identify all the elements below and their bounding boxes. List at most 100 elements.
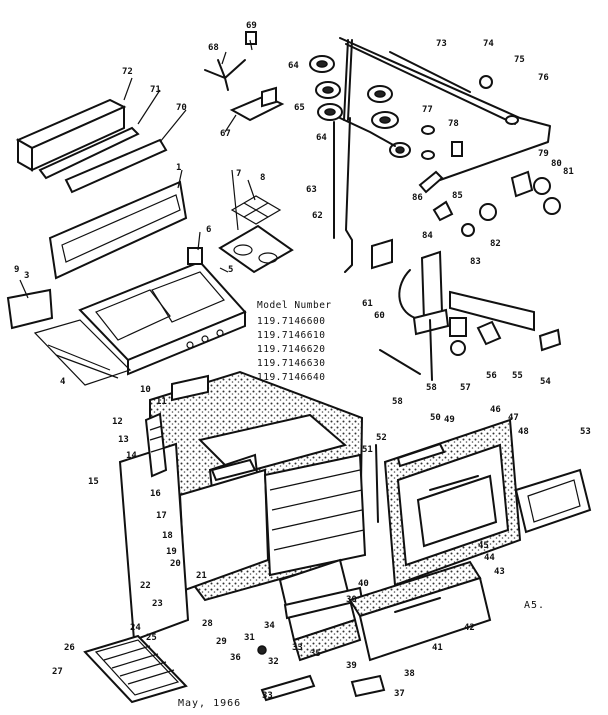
label-82: 82 — [490, 239, 501, 249]
label-83: 83 — [470, 257, 481, 267]
label-8: 8 — [260, 173, 265, 183]
label-15: 15 — [88, 477, 99, 487]
label-16: 16 — [150, 489, 161, 499]
label-76: 76 — [538, 73, 549, 83]
label-41: 41 — [432, 643, 443, 653]
drawer-front — [348, 560, 492, 662]
label-63: 63 — [306, 185, 317, 195]
label-59: 58 — [426, 383, 437, 393]
label-57: 57 — [460, 383, 471, 393]
label-33b: 33 — [262, 691, 273, 701]
label-81: 81 — [563, 167, 574, 177]
label-46: 46 — [490, 405, 501, 415]
label-70: 70 — [176, 103, 187, 113]
label-31: 31 — [244, 633, 255, 643]
label-67: 67 — [220, 129, 231, 139]
label-11: 11 — [156, 397, 167, 407]
trim-70 — [64, 138, 168, 194]
label-64b: 64 — [316, 133, 327, 143]
burner-assembly — [309, 39, 411, 158]
drawer — [278, 558, 364, 662]
label-43: 43 — [494, 567, 505, 577]
label-47: 47 — [508, 413, 519, 423]
label-40: 40 — [358, 579, 369, 589]
label-53: 53 — [580, 427, 591, 437]
label-44: 44 — [484, 553, 495, 563]
label-58: 58 — [392, 397, 403, 407]
valves — [418, 125, 561, 237]
model-number-4: 119.7146630 — [257, 358, 326, 369]
label-73: 73 — [436, 39, 447, 49]
oven-racks — [263, 453, 367, 577]
rear-panel-3 — [6, 288, 54, 330]
spring-68 — [204, 59, 246, 91]
label-3: 3 — [24, 271, 29, 281]
label-85: 85 — [452, 191, 463, 201]
label-51: 51 — [362, 445, 373, 455]
label-12: 12 — [112, 417, 123, 427]
label-13: 13 — [118, 435, 129, 445]
label-23: 23 — [152, 599, 163, 609]
label-24: 24 — [130, 623, 141, 633]
model-number-1: 119.7146600 — [257, 316, 326, 327]
label-37: 37 — [394, 689, 405, 699]
label-27: 27 — [52, 667, 63, 677]
label-32: 32 — [268, 657, 279, 667]
label-34: 34 — [264, 621, 275, 631]
label-30: 30 — [346, 595, 357, 605]
label-79: 79 — [538, 149, 549, 159]
bracket-6 — [187, 247, 203, 265]
bracket-61 — [371, 238, 393, 270]
thermostat — [398, 250, 562, 381]
model-number-3: 119.7146620 — [257, 344, 326, 355]
label-72: 72 — [122, 67, 133, 77]
label-39: 39 — [346, 661, 357, 671]
label-60: 60 — [374, 311, 385, 321]
label-65: 65 — [294, 103, 305, 113]
label-9: 9 — [14, 265, 19, 275]
label-71: 71 — [150, 85, 161, 95]
label-26: 26 — [64, 643, 75, 653]
label-35: 35 — [310, 649, 321, 659]
knob-32 — [257, 645, 267, 655]
cooktop-5 — [78, 260, 247, 376]
part-labels: 72 71 70 1 3 4 5 6 7 8 9 67 68 69 64 65 … — [14, 21, 591, 701]
bracket-67 — [229, 86, 285, 122]
label-22: 22 — [140, 581, 151, 591]
label-50: 50 — [430, 413, 441, 423]
label-42: 42 — [464, 623, 475, 633]
pad-8 — [230, 195, 282, 225]
label-69: 69 — [246, 21, 257, 31]
tab-37 — [350, 674, 386, 698]
sheet-4 — [33, 319, 132, 386]
control-panel-1 — [48, 180, 188, 280]
label-33a: 33 — [292, 643, 303, 653]
label-28: 28 — [202, 619, 213, 629]
label-1: 1 — [176, 163, 181, 173]
label-36: 36 — [230, 653, 241, 663]
label-5: 5 — [228, 265, 233, 275]
label-48: 48 — [518, 427, 529, 437]
window-53 — [514, 468, 592, 534]
label-19: 19 — [166, 547, 177, 557]
label-29: 29 — [216, 637, 227, 647]
label-6: 6 — [206, 225, 211, 235]
label-74: 74 — [483, 39, 494, 49]
label-68: 68 — [208, 43, 219, 53]
label-25: 25 — [146, 633, 157, 643]
label-20: 20 — [170, 559, 181, 569]
label-80: 80 — [551, 159, 562, 169]
label-54: 54 — [540, 377, 551, 387]
model-number-2: 119.7146610 — [257, 330, 326, 341]
trim-71 — [38, 126, 140, 180]
footer-code: A5. — [524, 600, 546, 611]
label-84: 84 — [422, 231, 433, 241]
broiler-pan — [83, 634, 188, 704]
footer-date: May, 1966 — [178, 698, 242, 709]
label-7: 7 — [236, 169, 241, 179]
label-17: 17 — [156, 511, 167, 521]
plate-7 — [218, 224, 294, 274]
label-45: 45 — [478, 541, 489, 551]
label-4: 4 — [60, 377, 66, 387]
